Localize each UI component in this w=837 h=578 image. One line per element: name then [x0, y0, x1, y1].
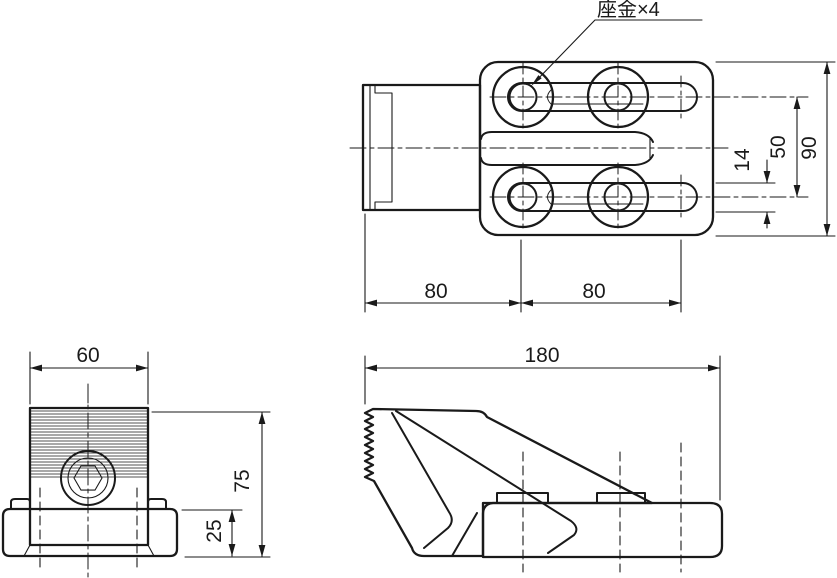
- serration-lines: [29, 410, 149, 478]
- dimensions: [29, 19, 836, 558]
- side-view: [363, 407, 724, 573]
- callout-washer-label: 座金×4: [597, 0, 660, 21]
- ext-lines-body90: [715, 61, 836, 237]
- callout-arrowhead: [531, 75, 542, 86]
- arrow: [763, 171, 771, 183]
- arrow: [509, 299, 521, 307]
- arrow: [823, 62, 831, 74]
- slot-chamfer-lines: [547, 89, 644, 205]
- hidden-slot-lines: [39, 487, 138, 571]
- dim-25: 25: [203, 519, 226, 542]
- side-hidden-centerlines: [522, 442, 682, 573]
- ext-lines-height75: [151, 411, 271, 558]
- jaw-piece-lines: [391, 410, 578, 557]
- ext-lines-pitch: [364, 213, 682, 313]
- dim-180: 180: [524, 344, 559, 367]
- dim-80-right: 80: [582, 280, 605, 303]
- ext-lines-slot14: [715, 182, 776, 213]
- clamp-body: [478, 60, 715, 237]
- wedge-body: [363, 407, 654, 558]
- dim-14: 14: [731, 148, 754, 172]
- arrow: [136, 364, 148, 372]
- arrow: [823, 224, 831, 236]
- arrow: [521, 299, 533, 307]
- arrow: [365, 364, 377, 372]
- slot-washer-side: [596, 492, 646, 504]
- dim-50: 50: [767, 135, 790, 158]
- arrow: [763, 212, 771, 224]
- arrow: [258, 545, 266, 557]
- dim-75: 75: [231, 469, 254, 492]
- dimension-arrows: [30, 62, 831, 557]
- arrow: [793, 97, 801, 109]
- arrow: [228, 544, 236, 556]
- callout-leader: [533, 19, 703, 84]
- front-view: [1, 384, 179, 578]
- hex-socket: [73, 465, 103, 491]
- arrow: [30, 364, 42, 372]
- arrow: [365, 299, 377, 307]
- arrow: [669, 299, 681, 307]
- arrow: [228, 510, 236, 522]
- hole-centerlines: [522, 62, 682, 232]
- base-plate-front: [1, 507, 179, 558]
- ext-lines-length180: [364, 355, 721, 501]
- arrow: [793, 185, 801, 197]
- dim-90: 90: [798, 136, 821, 159]
- arrow: [708, 364, 720, 372]
- washer-edge-left: [10, 498, 31, 510]
- dim-60: 60: [76, 344, 99, 367]
- ext-lines-width60: [29, 351, 149, 405]
- base-plate-side: [481, 501, 724, 559]
- top-view: [349, 60, 809, 237]
- dim-80-left: 80: [424, 280, 447, 303]
- washer-edge-right: [147, 498, 167, 510]
- jaw-block-front: [28, 406, 150, 547]
- drawing-text: 座金×4 80 80 14 50 90 60 75 25 180: [76, 0, 821, 543]
- base-recess-lines: [23, 544, 155, 557]
- arrow: [258, 412, 266, 424]
